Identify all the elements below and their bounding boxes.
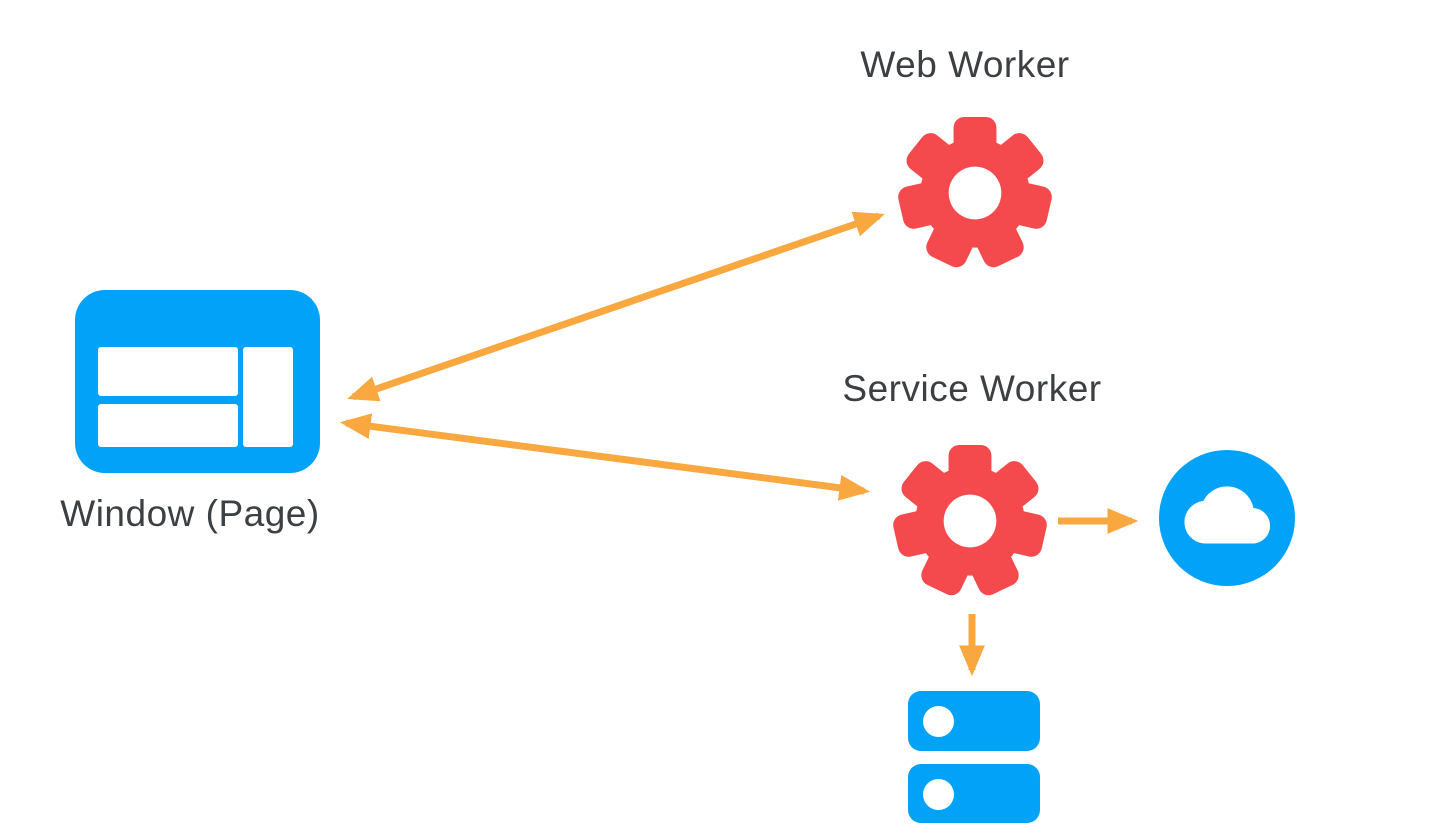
window-content-block xyxy=(98,404,238,447)
window-sidebar-block xyxy=(243,347,293,447)
window-content-block xyxy=(98,347,238,396)
arrow-window-webworker xyxy=(347,211,885,402)
service-worker-gear-icon xyxy=(892,444,1048,599)
database-icon xyxy=(908,764,1040,823)
service-worker-label: Service Worker xyxy=(842,368,1102,409)
web-worker-gear-icon xyxy=(897,116,1053,271)
database-indicator-dot xyxy=(923,706,954,737)
cloud-icon xyxy=(1158,449,1296,587)
browser-window-icon xyxy=(75,290,320,473)
arrow-window-serviceworker xyxy=(339,413,871,501)
window-page-label: Window (Page) xyxy=(60,493,320,534)
web-worker-label: Web Worker xyxy=(860,44,1070,85)
database-indicator-dot xyxy=(923,779,954,810)
database-icon xyxy=(908,691,1040,751)
